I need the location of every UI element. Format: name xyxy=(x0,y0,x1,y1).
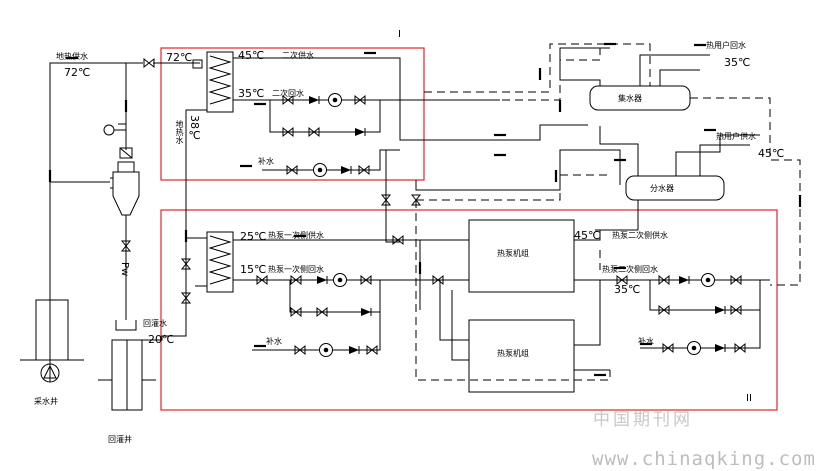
heat-pump-1-label: 热泵机组 xyxy=(497,249,529,258)
hp-sec-return-temp-label: 35℃ xyxy=(614,283,641,296)
hx1-outlet-temp-label: 38℃ xyxy=(188,115,201,142)
watermark-cn: 中国期刊网 xyxy=(593,410,693,430)
zone-1-label: I xyxy=(398,29,401,40)
piping xyxy=(20,47,770,411)
secondary-return-label: 二次回水 xyxy=(272,89,304,98)
reinjection-well-label: 回灌井 xyxy=(108,435,132,444)
zone-2-border xyxy=(160,209,778,411)
reinjection-label: 回灌水 xyxy=(143,319,167,328)
supply-temp-label: 72℃ xyxy=(64,66,91,79)
dashed-piping xyxy=(415,43,801,381)
distributor-tank xyxy=(625,175,725,201)
hp-secondary-supply-label: 热泵二次侧供水 xyxy=(612,231,668,240)
heat-pump-unit-2 xyxy=(468,319,575,393)
hp-supply-temp-label: 25℃ xyxy=(240,230,267,243)
hp-primary-supply-label: 热泵一次侧供水 xyxy=(268,231,324,240)
watermark-url: www.chinaqking.com xyxy=(592,448,816,470)
collector-label: 集水器 xyxy=(618,94,642,103)
user-return-temp-label: 35℃ xyxy=(724,56,751,69)
hp-primary-return-label: 热泵一次侧回水 xyxy=(268,265,324,274)
user-supply-label: 热用户供水 xyxy=(716,132,756,141)
pw-label: Pw xyxy=(119,262,130,277)
makeup-1-label: 补水 xyxy=(258,157,274,166)
pumps xyxy=(313,93,715,357)
heat-exchanger-2 xyxy=(206,231,234,293)
makeup-2-label: 补水 xyxy=(266,337,282,346)
production-well xyxy=(35,299,69,361)
hp1-temp-label: 45℃ xyxy=(574,229,601,242)
user-supply-temp-label: 45℃ xyxy=(758,147,785,160)
heat-pump-2-label: 热泵机组 xyxy=(497,349,529,358)
hp-return-temp-label: 15℃ xyxy=(240,263,267,276)
zone-1-border xyxy=(160,47,425,181)
heat-exchanger-1 xyxy=(206,51,234,113)
hx1-in-temp-label: 72℃ xyxy=(166,51,193,64)
zone-2-label: II xyxy=(746,393,752,404)
makeup-3-label: 补水 xyxy=(638,337,654,346)
supply-in-label: 地热供水 xyxy=(56,52,88,61)
hx1-return-temp-label: 35℃ xyxy=(238,87,265,100)
secondary-supply-label: 二次供水 xyxy=(282,51,314,60)
production-well-label: 采水井 xyxy=(34,397,58,406)
hx1-out-temp-label: 45℃ xyxy=(238,49,265,62)
reinjection-temp-label: 20℃ xyxy=(148,333,175,346)
flow-arrows xyxy=(48,42,802,377)
heat-pump-unit-1 xyxy=(468,219,575,293)
hp-secondary-return-label: 热泵二次侧回水 xyxy=(602,265,658,274)
user-return-label: 热用户回水 xyxy=(706,41,746,50)
hx1-outlet-label: 地热水 xyxy=(175,120,184,144)
distributor-label: 分水器 xyxy=(650,184,674,193)
